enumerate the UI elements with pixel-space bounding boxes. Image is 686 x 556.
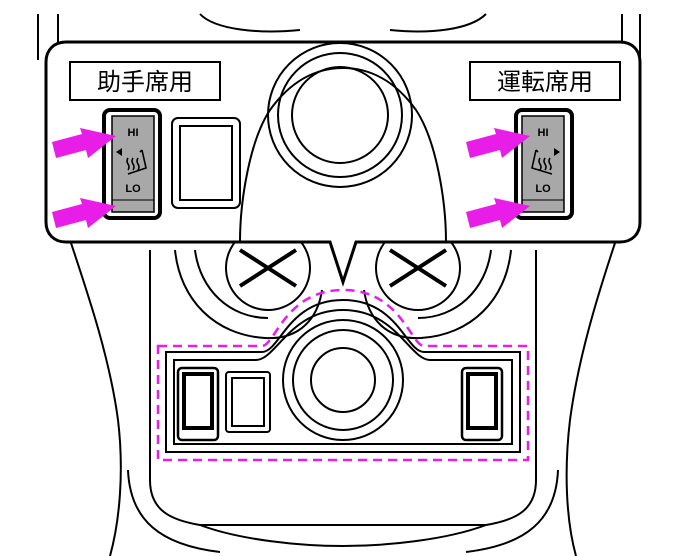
seat-heater-icon bbox=[126, 149, 147, 175]
passenger-hi-arrow-icon bbox=[52, 128, 116, 158]
driver-hi-label: HI bbox=[538, 127, 549, 139]
driver-seat-label: 運転席用 bbox=[469, 61, 621, 101]
switch-panel-highlight bbox=[156, 288, 530, 462]
driver-indicator-arrow-icon bbox=[554, 148, 560, 156]
pointer-arrows bbox=[52, 128, 530, 228]
svg-text:運転席用: 運転席用 bbox=[497, 68, 593, 96]
passenger-hi-label: HI bbox=[128, 127, 139, 139]
seat-heater-icon bbox=[531, 149, 553, 175]
svg-text:助手席用: 助手席用 bbox=[97, 68, 193, 96]
passenger-indicator-arrow-icon bbox=[116, 148, 122, 156]
console-line-art bbox=[37, 13, 641, 556]
driver-hi-arrow-icon bbox=[466, 128, 530, 158]
callout-console-detail bbox=[171, 42, 447, 243]
passenger-seat-label: 助手席用 bbox=[69, 61, 221, 101]
passenger-seat-heater-switch[interactable]: HI LO bbox=[102, 108, 162, 220]
driver-lo-arrow-icon bbox=[466, 198, 530, 228]
passenger-lo-arrow-icon bbox=[52, 198, 116, 228]
driver-seat-heater-switch[interactable]: HI LO bbox=[514, 108, 574, 220]
passenger-lo-label: LO bbox=[125, 183, 141, 195]
driver-lo-label: LO bbox=[535, 183, 551, 195]
